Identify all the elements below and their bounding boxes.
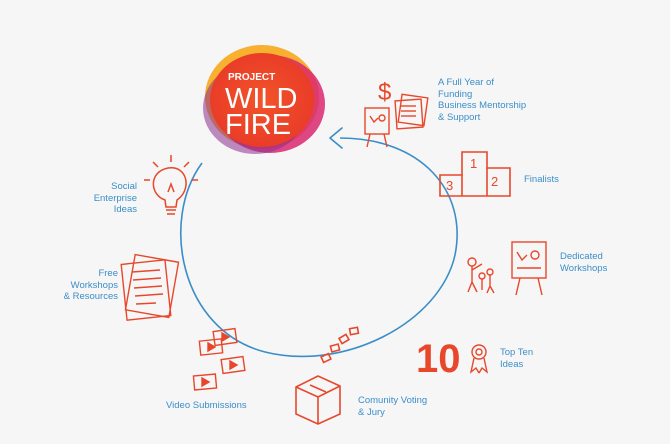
easel-icon — [364, 107, 390, 135]
lightbulb-icon — [144, 155, 198, 215]
podium-2: 2 — [491, 174, 498, 189]
presentation-board — [511, 241, 547, 279]
person-icon — [467, 257, 477, 267]
label-workshops: Dedicated Workshops — [560, 251, 608, 274]
cycle-arrowhead — [329, 127, 343, 149]
logo-line2: WILD — [225, 83, 298, 115]
logo-line3: FIRE — [225, 109, 291, 141]
top-ten-icon: 10 — [416, 337, 489, 381]
label-funding: A Full Year of Funding Business Mentorsh… — [438, 77, 527, 123]
workshop-icon — [467, 241, 547, 296]
podium-3: 3 — [446, 178, 453, 193]
papers-icon — [397, 93, 429, 127]
label-top-ten: Top Ten Ideas — [500, 347, 534, 370]
label-voting: Comunity Voting & Jury — [358, 395, 428, 418]
label-ideas: Social Enterprise Ideas — [93, 181, 137, 215]
ribbon-icon — [469, 344, 489, 374]
logo-line1: PROJECT — [228, 72, 275, 83]
cycle-arc — [180, 137, 458, 358]
project-wildfire-logo: PROJECT WILD FIRE — [203, 45, 325, 154]
podium-icon: 1 2 3 — [439, 151, 511, 197]
label-finalists: Finalists — [524, 174, 559, 185]
ballot-box-icon — [295, 326, 360, 425]
resources-icon — [120, 253, 180, 321]
label-video: Video Submissions — [166, 400, 247, 411]
dollar-icon: $ — [378, 79, 391, 106]
ten-number: 10 — [416, 337, 461, 381]
funding-icon: $ — [364, 79, 429, 148]
video-icon — [192, 327, 246, 391]
podium-1: 1 — [470, 156, 477, 171]
label-resources: Free Workshops & Resources — [63, 268, 118, 302]
